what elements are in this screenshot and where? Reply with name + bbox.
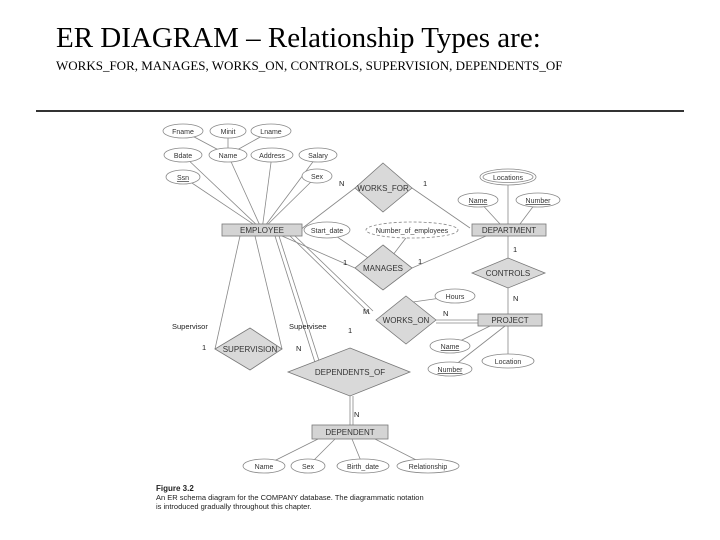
attribute-label: Relationship bbox=[409, 464, 448, 471]
cardinality-label: N bbox=[296, 344, 301, 353]
attribute-label: Locations bbox=[493, 175, 523, 182]
entity-employee: EMPLOYEE bbox=[221, 223, 303, 237]
relationship-label: DEPENDENTS_OF bbox=[315, 368, 385, 377]
attribute-label: Fname bbox=[172, 129, 194, 136]
entity-department: DEPARTMENT bbox=[471, 223, 547, 237]
entity-label: EMPLOYEE bbox=[240, 226, 284, 235]
entity-label: DEPENDENT bbox=[325, 428, 374, 437]
attribute-lname bbox=[250, 123, 292, 139]
attribute-label: Lname bbox=[260, 129, 282, 136]
attribute-address bbox=[250, 147, 294, 163]
cardinality-label: 1 bbox=[202, 343, 206, 352]
attribute-number-proj bbox=[427, 361, 473, 377]
attribute-locations-inner bbox=[482, 171, 534, 183]
attribute-sex-emp bbox=[301, 168, 333, 184]
attribute-label: Number_of_employees bbox=[376, 228, 449, 235]
attribute-label: Sex bbox=[302, 464, 315, 471]
attributes bbox=[162, 123, 561, 474]
relationship-dependents-of: DEPENDENTS_OF bbox=[286, 347, 412, 397]
attribute-location-proj bbox=[481, 353, 535, 369]
role-label: Supervisee bbox=[289, 322, 327, 331]
attribute-name-proj bbox=[429, 338, 471, 354]
attribute-label: Sex bbox=[311, 174, 324, 181]
role-label: Supervisor bbox=[172, 322, 208, 331]
attribute-name-dept bbox=[457, 192, 499, 208]
cardinality-label: 1 bbox=[513, 245, 517, 254]
attribute-minit bbox=[209, 123, 247, 139]
cardinality-labels: N 1 1 1 1 N M N 1 N 1 N Supervisor Super… bbox=[172, 179, 518, 419]
entity-dependent: DEPENDENT bbox=[311, 424, 389, 440]
attribute-label: Hours bbox=[446, 294, 465, 301]
attribute-label: Ssn bbox=[177, 175, 189, 182]
entity-project: PROJECT bbox=[477, 313, 543, 327]
attribute-hours bbox=[434, 288, 476, 304]
attribute-label: Salary bbox=[308, 153, 328, 160]
cardinality-label: M bbox=[363, 307, 369, 316]
attribute-bdate bbox=[163, 147, 203, 163]
attribute-sex-dep bbox=[290, 458, 326, 474]
attribute-name-emp bbox=[208, 147, 248, 163]
relationship-works-for: WORKS_FOR bbox=[354, 162, 413, 213]
caption-label: Figure 3.2 bbox=[156, 484, 194, 493]
attribute-label: Location bbox=[495, 359, 522, 366]
relationship-label: MANAGES bbox=[363, 264, 403, 273]
cardinality-label: N bbox=[339, 179, 344, 188]
attribute-number-dept bbox=[515, 192, 561, 208]
cardinality-label: N bbox=[513, 294, 518, 303]
attribute-label: Bdate bbox=[174, 153, 192, 160]
entity-label: DEPARTMENT bbox=[482, 226, 536, 235]
attribute-salary bbox=[298, 147, 338, 163]
attribute-birth-date bbox=[336, 458, 390, 474]
attribute-label: Name bbox=[441, 344, 460, 351]
cardinality-label: N bbox=[443, 309, 448, 318]
attribute-fname bbox=[162, 123, 204, 139]
attribute-label: Name bbox=[469, 198, 488, 205]
relationship-label: WORKS_FOR bbox=[357, 184, 409, 193]
cardinality-label: 1 bbox=[423, 179, 427, 188]
attribute-ssn bbox=[165, 169, 201, 185]
attribute-label: Minit bbox=[221, 129, 236, 136]
caption-line: is introduced gradually throughout this … bbox=[156, 502, 312, 511]
caption-line: An ER schema diagram for the COMPANY dat… bbox=[156, 493, 424, 502]
cardinality-label: 1 bbox=[418, 257, 422, 266]
relationship-supervision: SUPERVISION bbox=[214, 327, 283, 371]
attribute-relationship bbox=[396, 458, 460, 474]
divider-line bbox=[36, 110, 684, 112]
attribute-label: Address bbox=[259, 153, 285, 160]
slide-subtitle: WORKS_FOR, MANAGES, WORKS_ON, CONTROLS, … bbox=[56, 58, 563, 73]
slide-title: ER DIAGRAM – Relationship Types are: bbox=[56, 22, 541, 54]
attribute-label: Number bbox=[438, 367, 464, 374]
cardinality-label: N bbox=[354, 410, 359, 419]
attribute-label: Birth_date bbox=[347, 464, 379, 471]
relationship-label: SUPERVISION bbox=[223, 345, 278, 354]
relationship-manages: MANAGES bbox=[354, 244, 413, 291]
relationship-label: WORKS_ON bbox=[383, 316, 430, 325]
relationship-label: CONTROLS bbox=[486, 269, 530, 278]
attribute-label: Name bbox=[219, 153, 238, 160]
attribute-name-dep bbox=[242, 458, 286, 474]
cardinality-label: 1 bbox=[348, 326, 352, 335]
relationship-controls: CONTROLS bbox=[470, 257, 547, 289]
attribute-label: Name bbox=[255, 464, 274, 471]
attribute-label: Start_date bbox=[311, 228, 343, 235]
attribute-number-of-employees bbox=[365, 221, 459, 239]
figure-caption: Figure 3.2 An ER schema diagram for the … bbox=[156, 484, 424, 511]
attribute-labels: Fname Minit Lname Bdate Name Address Sal… bbox=[172, 129, 551, 471]
relationship-works-on: WORKS_ON bbox=[375, 295, 437, 345]
attribute-start-date bbox=[303, 221, 351, 239]
cardinality-label: 1 bbox=[343, 258, 347, 267]
attribute-label: Number bbox=[526, 198, 552, 205]
entity-label: PROJECT bbox=[491, 316, 528, 325]
